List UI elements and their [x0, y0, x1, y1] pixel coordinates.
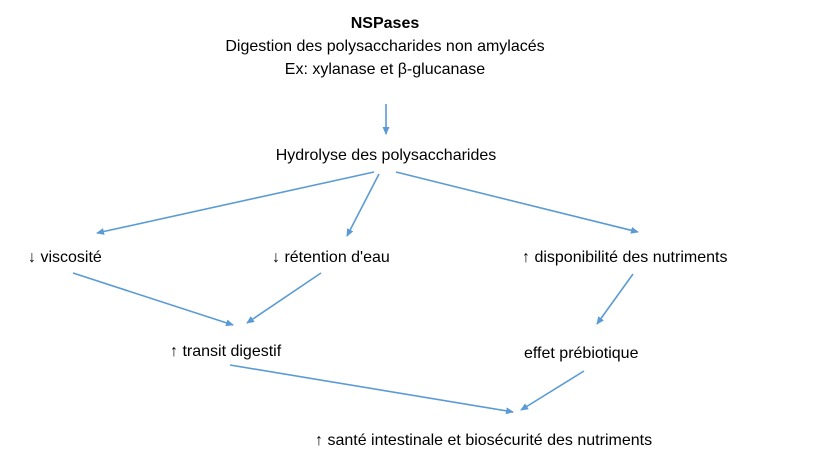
node-viscosite: ↓ viscosité: [28, 249, 102, 266]
arrow-disponibilite-to-prebiotique: [596, 273, 634, 325]
node-disponibilite: ↑ disponibilité des nutriments: [522, 249, 728, 266]
arrow-hydrolyse-to-retention: [346, 173, 380, 237]
arrow-hydrolyse-to-viscosite: [96, 171, 375, 235]
arrow-transit-to-sante: [229, 364, 514, 415]
arrow-hydrolyse-to-disponibilite: [395, 171, 639, 234]
diagram-title: NSPases: [350, 15, 420, 32]
node-transit: ↑ transit digestif: [170, 343, 282, 360]
header-subtitle: Digestion des polysaccharides non amylac…: [225, 38, 545, 55]
node-prebiotique: effet prébiotique: [524, 345, 639, 362]
arrow-retention-to-transit: [246, 272, 322, 324]
node-sante: ↑ santé intestinale et biosécurité des n…: [315, 432, 653, 449]
node-retention-eau: ↓ rétention d'eau: [272, 249, 390, 266]
header-block: NSPases Digestion des polysaccharides no…: [165, 12, 605, 81]
arrow-prebiotique-to-sante: [520, 370, 585, 411]
header-example: Ex: xylanase et β-glucanase: [284, 61, 486, 78]
arrow-viscosite-to-transit: [72, 272, 234, 327]
node-hydrolyse: Hydrolyse des polysaccharides: [275, 147, 497, 164]
